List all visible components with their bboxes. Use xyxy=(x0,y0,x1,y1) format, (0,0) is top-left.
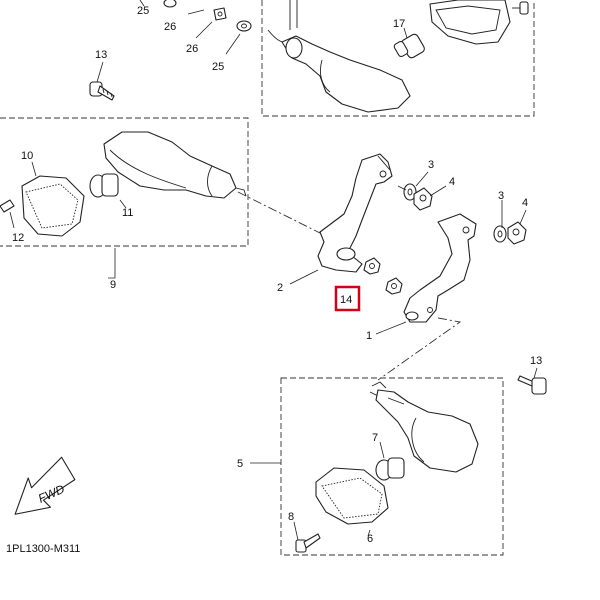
callout-13: 13 xyxy=(530,355,542,367)
washer-26 xyxy=(213,7,227,21)
top-turn-signal-lens xyxy=(429,0,511,45)
bracket-1 xyxy=(403,213,477,323)
grommet-26-top xyxy=(163,0,177,8)
callout-1: 1 xyxy=(366,330,372,342)
bulb-7 xyxy=(375,457,405,481)
top-right-group-box xyxy=(261,0,535,117)
callout-5: 5 xyxy=(237,458,243,470)
callout-4: 4 xyxy=(449,176,455,188)
top-turn-signal-body xyxy=(281,35,411,113)
callout-11: 11 xyxy=(122,207,133,219)
highlight-box-14 xyxy=(334,285,361,312)
nut-4-upper xyxy=(413,187,433,211)
callout-8: 8 xyxy=(288,511,294,523)
callout-10: 10 xyxy=(21,150,33,162)
callout-12: 12 xyxy=(12,232,24,244)
nut-1 xyxy=(385,277,403,295)
left-group-box xyxy=(0,117,249,247)
top-screw xyxy=(512,1,529,15)
callout-9: 9 xyxy=(110,279,116,291)
callout-6: 6 xyxy=(367,533,373,545)
callout-25: 25 xyxy=(212,61,224,73)
left-turn-signal-lens xyxy=(21,175,85,237)
bottom-turn-signal-body xyxy=(375,389,479,473)
diagram-code: 1PL1300-M311 xyxy=(6,543,80,555)
callout-3: 3 xyxy=(428,159,434,171)
callout-2: 2 xyxy=(277,282,283,294)
washer-3-lower xyxy=(493,225,507,243)
nut-14 xyxy=(363,257,381,275)
screw-13-upper xyxy=(89,81,115,101)
callout-14: 14 xyxy=(340,294,352,306)
washer-25 xyxy=(236,20,252,32)
bulb-17 xyxy=(393,33,425,59)
callout-13: 13 xyxy=(95,49,107,61)
center-line-upper xyxy=(237,191,327,237)
bulb-11 xyxy=(89,173,119,198)
screw-8 xyxy=(295,533,321,553)
fwd-arrow xyxy=(14,456,76,515)
nut-4-lower xyxy=(507,221,527,245)
callout-25: 25 xyxy=(137,5,149,17)
left-turn-signal-body xyxy=(103,131,247,199)
callout-3: 3 xyxy=(498,190,504,202)
bracket-2 xyxy=(317,153,393,273)
callout-26: 26 xyxy=(164,21,176,33)
center-line-lower xyxy=(377,317,462,381)
screw-13-lower xyxy=(517,375,547,395)
callout-4: 4 xyxy=(522,197,528,209)
washer-3-upper xyxy=(403,183,417,201)
bottom-group-box xyxy=(280,377,504,556)
callout-17: 17 xyxy=(393,18,405,30)
screw-12 xyxy=(0,199,15,213)
bottom-turn-signal-lens xyxy=(315,467,389,525)
callout-7: 7 xyxy=(372,432,378,444)
callout-26: 26 xyxy=(186,43,198,55)
